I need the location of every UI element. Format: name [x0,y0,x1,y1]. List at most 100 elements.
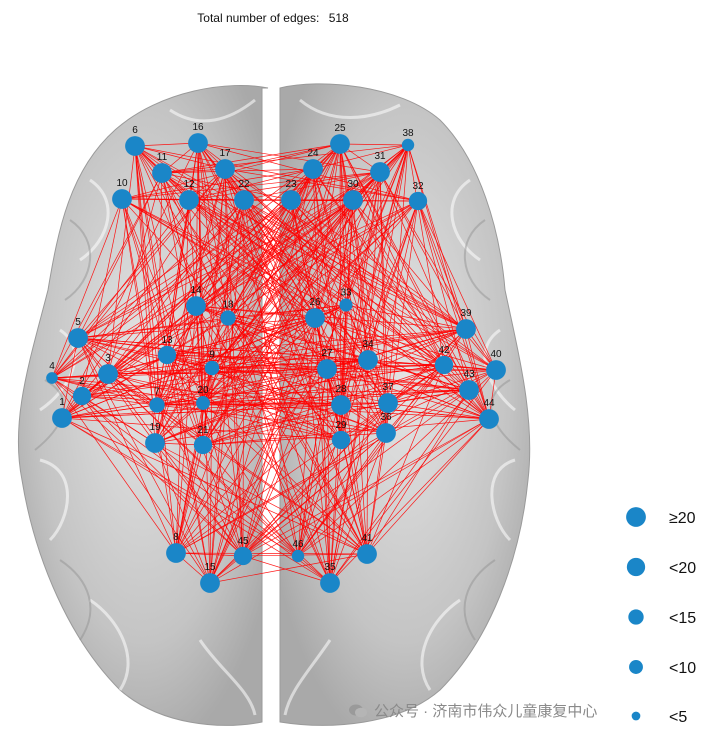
edge-29-35 [329,439,342,584]
edge-3-32 [107,200,419,375]
edge-44-45 [242,418,490,557]
edge-13-18 [166,317,229,356]
edge-16-29 [197,142,342,441]
node-24 [303,159,323,179]
node-label-34: 34 [362,339,374,350]
edge-15-18 [209,317,229,584]
edge-25-43 [339,143,470,391]
edge-13-42 [166,354,445,366]
edge-31-40 [379,171,497,371]
edge-36-40 [385,369,497,434]
edge-34-41 [366,359,369,555]
node-20 [196,396,210,410]
edge-10-13 [121,198,168,356]
edge-19-31 [154,171,381,444]
node-11 [152,163,172,183]
edge-3-11 [107,172,163,375]
edge-6-39 [134,145,467,330]
edge-6-16 [134,142,199,147]
node-label-16: 16 [192,122,204,133]
edge-12-32 [188,199,419,202]
edge-count-title: Total number of edges: 518 [0,11,540,25]
node-label-35: 35 [324,562,336,573]
edge-13-39 [166,328,467,356]
legend-label-4: <5 [669,709,687,726]
edge-24-42 [312,168,445,366]
node-22 [234,190,254,210]
edge-2-19 [81,395,156,444]
node-label-6: 6 [132,125,138,136]
edge-6-8 [134,145,177,554]
legend: ≥20<20<15<10<5 [626,507,696,726]
edge-4-8 [51,377,177,554]
node-label-39: 39 [460,308,472,319]
edge-11-38 [161,144,409,174]
edge-6-13 [134,145,168,356]
node-label-46: 46 [292,539,304,550]
edge-2-7 [81,395,158,406]
edge-4-45 [51,377,244,557]
edge-21-39 [202,328,467,446]
edge-32-40 [417,200,497,371]
edge-15-33 [209,304,347,584]
edge-6-34 [134,145,369,361]
edge-11-23 [161,172,292,201]
edge-3-39 [107,328,467,375]
edge-10-12 [121,198,190,201]
edge-36-41 [366,432,387,555]
edge-13-15 [166,354,211,584]
edge-5-11 [77,172,163,339]
edge-2-45 [81,395,244,557]
node-1 [52,408,72,428]
edge-25-29 [339,143,342,441]
edge-23-36 [290,199,387,434]
edge-8-22 [175,199,245,554]
edge-2-44 [81,395,490,420]
edge-12-31 [188,171,381,201]
node-21 [193,435,213,455]
edge-35-44 [329,418,490,584]
legend-label-1: <20 [669,560,696,577]
edge-15-19 [154,442,211,584]
node-45 [233,546,253,566]
edge-37-38 [387,144,409,404]
node-35 [320,573,340,593]
edge-28-41 [340,404,368,555]
edge-4-7 [51,377,158,406]
node-26 [305,308,325,328]
edge-2-10 [81,198,123,397]
edge-22-45 [242,199,245,557]
gyri-texture [39,98,516,716]
edge-39-44 [465,328,490,420]
edge-21-37 [202,402,389,446]
node-14 [186,296,206,316]
node-label-19: 19 [149,422,161,433]
edge-35-36 [329,432,387,584]
edge-3-25 [107,143,341,375]
legend-marker-0 [626,507,646,527]
node-label-2: 2 [79,376,85,387]
node-label-31: 31 [374,151,386,162]
edge-23-26 [290,199,316,319]
edge-17-35 [224,168,331,584]
edge-15-38 [209,144,409,584]
node-41 [357,544,377,564]
watermark: 公众号 · 济南市伟众儿童康复中心 [348,700,597,721]
edge-25-34 [339,143,369,361]
edge-6-40 [134,145,497,371]
edge-7-26 [156,317,316,406]
node-label-10: 10 [116,178,128,189]
node-label-17: 17 [219,148,231,159]
edge-10-26 [121,198,316,319]
node-label-26: 26 [309,297,321,308]
node-label-44: 44 [483,398,495,409]
edge-19-45 [154,442,244,557]
legend-marker-3 [629,660,643,674]
edge-30-40 [352,199,497,371]
node-label-23: 23 [285,179,297,190]
node-38 [401,138,415,152]
edge-15-42 [209,364,445,584]
edge-6-15 [134,145,211,584]
node-12 [179,190,199,210]
